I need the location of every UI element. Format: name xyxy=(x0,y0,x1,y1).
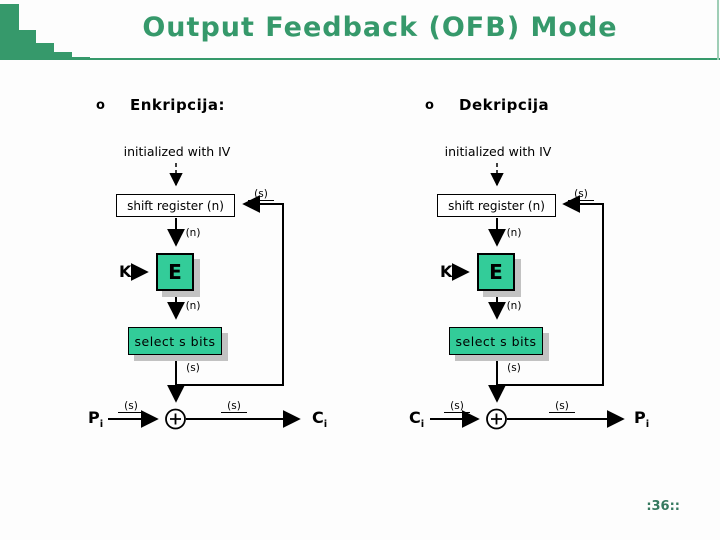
shift-register-box: shift register (n) xyxy=(437,194,556,217)
n-width-label: (n) xyxy=(185,300,201,312)
stair-decoration xyxy=(0,52,72,57)
iv-label: initialized with IV xyxy=(123,144,231,159)
stair-decoration xyxy=(0,4,19,30)
s-width-label: (s) xyxy=(186,362,200,374)
slide-number: :36:: xyxy=(646,499,680,514)
title-banner: Output Feedback (OFB) Mode xyxy=(0,0,720,60)
bullet-decryption: o xyxy=(425,98,434,113)
heading-decryption: Dekripcija xyxy=(459,96,550,114)
ciphertext-output-label: Ci xyxy=(312,408,328,431)
plaintext-output-label: Pi xyxy=(634,408,650,431)
n-width-label: (n) xyxy=(506,227,522,239)
stair-decoration xyxy=(0,30,36,43)
iv-label: initialized with IV xyxy=(444,144,552,159)
select-bits-box: select s bits xyxy=(128,327,222,355)
ciphertext-input-label: Ci xyxy=(409,408,425,431)
banner-rightline xyxy=(717,0,719,60)
n-width-label: (n) xyxy=(506,300,522,312)
heading-encryption: Enkripcija: xyxy=(130,96,225,114)
s-width-label: (s) xyxy=(507,362,521,374)
s-width-label: (s) xyxy=(568,188,594,201)
cipher-box: E xyxy=(156,253,194,291)
page-title: Output Feedback (OFB) Mode xyxy=(142,12,618,43)
key-label: K xyxy=(119,262,132,281)
stair-decoration xyxy=(0,43,54,52)
plaintext-input-label: Pi xyxy=(88,408,104,431)
s-width-label: (s) xyxy=(248,188,274,201)
xor-circle xyxy=(165,408,186,430)
s-width-label: (s) xyxy=(549,400,575,413)
banner-underline xyxy=(0,58,720,60)
bullet-encryption: o xyxy=(96,98,105,113)
xor-circle xyxy=(486,408,507,430)
cipher-box: E xyxy=(477,253,515,291)
select-bits-box: select s bits xyxy=(449,327,543,355)
xor-plus xyxy=(491,413,502,425)
shift-register-box: shift register (n) xyxy=(116,194,235,217)
s-width-label: (s) xyxy=(444,400,470,413)
s-width-label: (s) xyxy=(118,400,144,413)
key-label: K xyxy=(440,262,453,281)
s-width-label: (s) xyxy=(221,400,247,413)
n-width-label: (n) xyxy=(185,227,201,239)
xor-plus xyxy=(170,413,181,425)
